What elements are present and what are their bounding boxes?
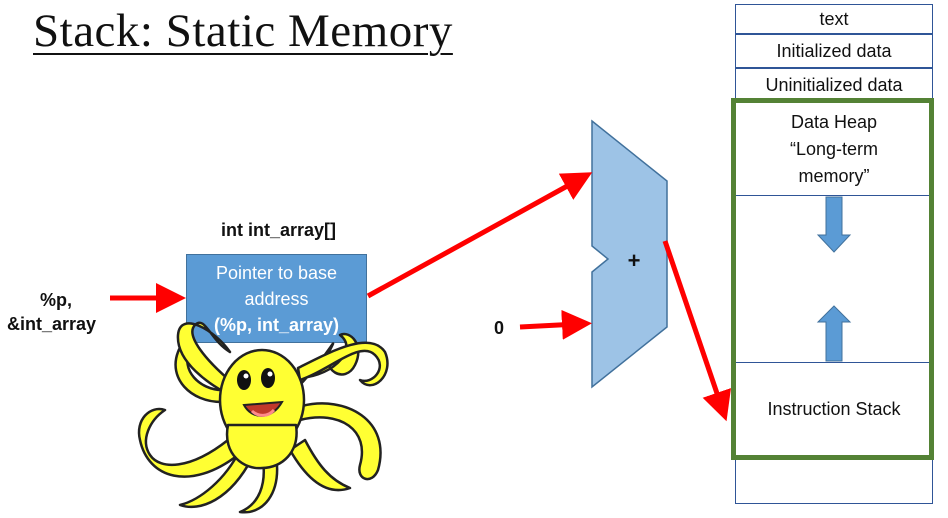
array-label: int int_array[]	[221, 220, 337, 240]
page-title: Stack: Static Memory	[33, 5, 453, 57]
pointer-base-address-box: Pointer to base address (%p, int_array)	[186, 254, 367, 343]
octopus-face	[237, 368, 284, 417]
heap-line1: Data Heap	[790, 111, 878, 132]
pointer-box-line2: address	[244, 288, 309, 309]
heap-line3: memory”	[798, 165, 870, 186]
arrow-up-icon	[816, 305, 852, 362]
arrow-box-to-adder	[366, 172, 593, 299]
octopus-mascot	[137, 321, 389, 514]
pointer-label-line1: %p,	[40, 290, 73, 310]
pointer-box-line3: (%p, int_array)	[213, 314, 340, 335]
heap-line2: “Long-term	[789, 138, 879, 159]
memory-text-segment: text	[735, 4, 933, 34]
zero-input-label: 0	[494, 318, 505, 338]
arrow-down-icon	[816, 196, 852, 253]
arrow-zero-to-adder	[519, 309, 592, 340]
arrow-adder-to-stack	[662, 240, 732, 422]
memory-initialized-data: Initialized data	[735, 34, 933, 68]
pointer-input-label: %p, &int_array	[7, 288, 96, 336]
pointer-box-line1: Pointer to base	[215, 262, 338, 283]
adder-plus-sign: +	[628, 248, 641, 273]
pointer-label-line2: &int_array	[7, 314, 97, 334]
adder-symbol	[591, 119, 668, 389]
